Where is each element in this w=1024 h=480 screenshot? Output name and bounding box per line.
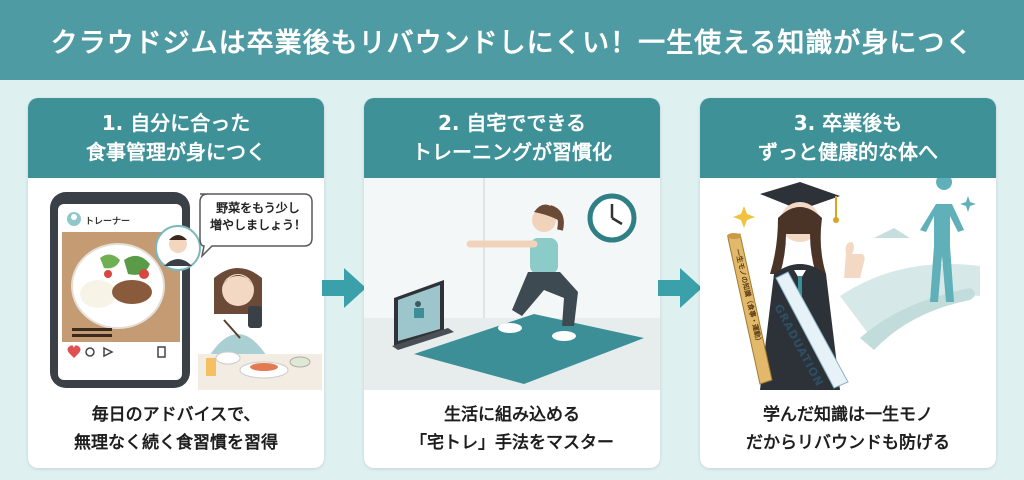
caption-line1: 生活に組み込める — [444, 405, 580, 425]
card-caption: 毎日のアドバイスで、 無理なく続く食習慣を習得 — [28, 390, 324, 468]
caption-line1: 毎日のアドバイスで、 — [91, 405, 261, 425]
bubble-line2: 増やしましょう！ — [209, 218, 306, 232]
card-caption: 学んだ知識は一生モノ だからリバウンドも防げる — [700, 390, 996, 468]
bubble-line1: 野菜をもう少し — [216, 201, 300, 215]
graduation-illustration: GRADUATION 一生モノの知識（食事・運動） — [700, 178, 996, 390]
card-title-line2: トレーニングが習慣化 — [412, 140, 612, 164]
caption-line2: 無理なく続く食習慣を習得 — [74, 433, 278, 453]
card-header: 3. 卒業後も ずっと健康的な体へ — [700, 98, 996, 178]
graduation-cap — [760, 182, 840, 210]
card-header: 1. 自分に合った 食事管理が身につく — [28, 98, 324, 178]
title-banner: クラウドジムは卒業後もリバウンドしにくい！一生使える知識が身につく — [0, 0, 1024, 80]
training-illustration — [364, 178, 660, 390]
heart-icon — [67, 345, 81, 358]
comment-icon — [85, 347, 95, 357]
card-caption: 生活に組み込める 「宅トレ」手法をマスター — [364, 390, 660, 468]
bookmark-icon — [157, 346, 166, 358]
graduation-sash — [775, 271, 849, 389]
card-title-line2: 食事管理が身につく — [86, 140, 266, 164]
card-healthy-body: 3. 卒業後も ずっと健康的な体へ — [700, 98, 996, 468]
next-arrow-icon — [658, 268, 702, 308]
card-title-line1: 2. 自宅でできる — [437, 111, 587, 135]
page-title: クラウドジムは卒業後もリバウンドしにくい！一生使える知識が身につく — [50, 27, 974, 59]
caption-line1: 学んだ知識は一生モノ — [763, 405, 933, 425]
fit-silhouette — [920, 178, 964, 302]
app-trainer-label: トレーナー — [85, 217, 131, 227]
next-arrow-icon — [322, 268, 366, 308]
share-icon — [103, 346, 114, 358]
meal-illustration: 野菜をもう少し 増やしましょう！ トレーナー — [28, 178, 324, 390]
speech-bubble — [199, 193, 313, 259]
sparkle-icon — [733, 206, 755, 228]
card-meal-management: 1. 自分に合った 食事管理が身につく — [28, 98, 324, 468]
card-title-line2: ずっと健康的な体へ — [758, 140, 938, 164]
thumbs-up-icon — [844, 242, 865, 278]
caption-line2: 「宅トレ」手法をマスター — [410, 433, 614, 453]
card-header: 2. 自宅でできる トレーニングが習慣化 — [364, 98, 660, 178]
card-title-line1: 1. 自分に合った — [101, 111, 251, 135]
sparkle-icon — [960, 196, 976, 212]
card-title-line1: 3. 卒業後も — [793, 111, 903, 135]
caption-line2: だからリバウンドも防げる — [746, 433, 950, 453]
rice-bowl — [215, 351, 241, 365]
card-home-training: 2. 自宅でできる トレーニングが習慣化 — [364, 98, 660, 468]
juice-glass — [206, 358, 216, 376]
yoga-mat — [414, 314, 644, 384]
